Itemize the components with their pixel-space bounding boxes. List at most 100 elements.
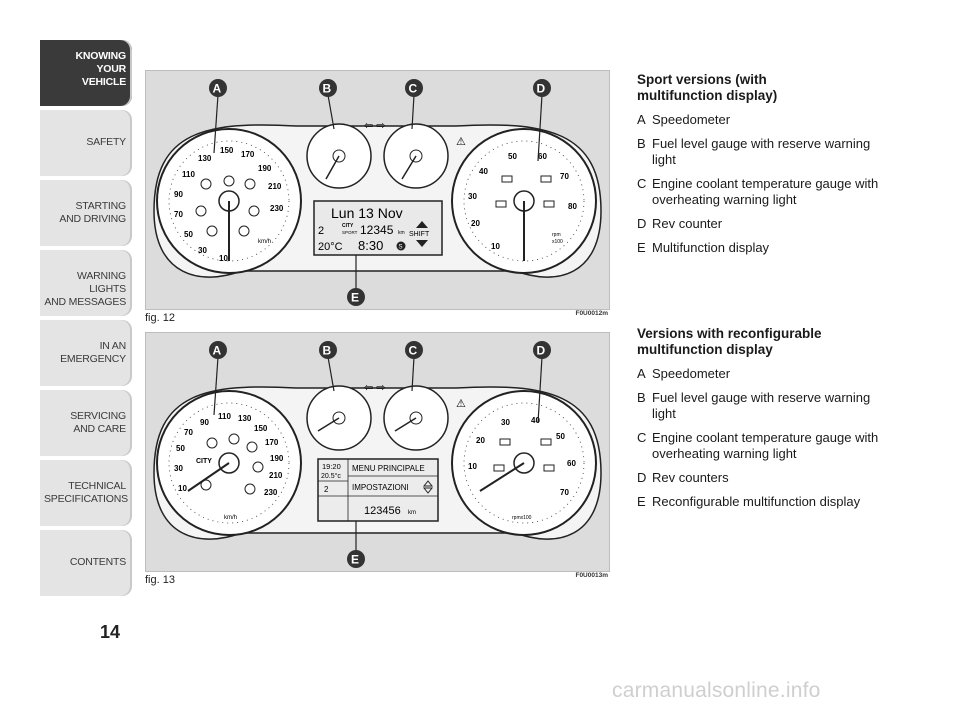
tab-label-line: IN AN <box>99 340 127 352</box>
rev-tick-label: 70 <box>560 172 569 181</box>
speedo-tick-label: 10 <box>219 254 228 263</box>
turn-indicator-icon: ⇦ ⇨ <box>364 382 386 394</box>
tab-starting-and-driving[interactable]: STARTING AND DRIVING <box>40 180 132 246</box>
display-odo-unit: km <box>408 510 416 516</box>
legend-key: C <box>637 430 647 445</box>
svg-text:E: E <box>351 291 359 305</box>
callout-b: B <box>319 341 337 359</box>
rev-tick-label: 20 <box>476 436 485 445</box>
tab-contents[interactable]: CONTENTS <box>40 530 132 596</box>
legend-key: B <box>637 390 646 405</box>
speedo-unit: km/h <box>258 239 271 245</box>
tab-label-line: YOUR <box>96 63 126 75</box>
rev-tick-label: 40 <box>531 416 540 425</box>
svg-text:D: D <box>537 82 546 96</box>
speedo-tick-label: 90 <box>174 190 183 199</box>
rev-tick-label: 60 <box>567 459 576 468</box>
rev-tick-label: 50 <box>508 152 517 161</box>
rev-unit: rpm <box>552 232 561 238</box>
speedo-tick-label: 90 <box>200 418 209 427</box>
warning-icon <box>540 175 552 183</box>
display-date: Lun 13 Nov <box>331 205 403 221</box>
tab-safety[interactable]: SAFETY <box>40 110 132 176</box>
callout-a: A <box>209 79 227 97</box>
tab-in-an-emergency[interactable]: IN AN EMERGENCY <box>40 320 132 386</box>
section-heading-line: Versions with reconfigurable <box>637 326 822 341</box>
tab-label-line: WARNING LIGHTS <box>77 270 126 295</box>
rev-tick-label: 30 <box>468 192 477 201</box>
tab-knowing-your-vehicle[interactable]: KNOWING YOUR VEHICLE <box>40 40 132 106</box>
display-clock: 19:20 <box>322 462 341 471</box>
speedo-tick-label: 110 <box>182 170 195 179</box>
display-mode-city: CITY <box>342 223 354 229</box>
legend-key: D <box>637 470 647 485</box>
speedo-tick-label: 170 <box>265 438 279 447</box>
coolant-temperature-gauge <box>383 123 449 189</box>
rev-tick-label: 10 <box>468 462 477 471</box>
legend-text: Fuel level gauge with reserve warning li… <box>652 136 871 167</box>
speedo-tick-label: 70 <box>184 428 193 437</box>
callout-a: A <box>209 341 227 359</box>
legend-text: Speedometer <box>652 112 731 127</box>
speedo-unit: km/h <box>224 515 237 521</box>
legend-key: A <box>637 366 646 381</box>
svg-text:A: A <box>213 344 222 358</box>
display-odometer: 12345 <box>360 223 394 237</box>
menu-up-icon <box>422 480 434 487</box>
warning-icon <box>206 225 218 237</box>
turn-indicator-icon: ⇦ ⇨ <box>364 120 386 132</box>
tab-label-line: AND DRIVING <box>59 213 126 225</box>
tab-technical-specifications[interactable]: TECHNICAL SPECIFICATIONS <box>40 460 132 526</box>
speedo-tick-label: 70 <box>174 210 183 219</box>
speedo-tick-label: 110 <box>218 412 231 421</box>
tab-label-line: TECHNICAL <box>68 480 126 492</box>
speedo-tick-label: 190 <box>270 454 284 463</box>
legend-key: E <box>637 494 646 509</box>
instrument-cluster-illustration: 10 30 50 70 90 110 130 150 170 190 210 2… <box>153 341 602 568</box>
tab-label-line: SERVICING <box>70 410 126 422</box>
tab-warning-lights-and-messages[interactable]: WARNING LIGHTS AND MESSAGES <box>40 250 132 316</box>
warning-icon <box>228 433 240 445</box>
warning-icon <box>543 464 555 472</box>
display-menu-title: MENU PRINCIPALE <box>352 464 425 473</box>
figure-12-caption: fig. 12 <box>145 312 175 324</box>
figure-12-sport-cluster: 10 30 50 70 90 110 130 150 170 190 210 2… <box>145 70 610 310</box>
rev-tick-label: 10 <box>491 242 500 251</box>
warning-triangle-icon: ⚠ <box>456 136 466 148</box>
figure-13-code: F0U0013m <box>575 572 608 579</box>
legend-key: D <box>637 216 647 231</box>
menu-down-icon <box>422 487 434 494</box>
legend-text: Fuel level gauge with reserve warning li… <box>652 390 871 421</box>
warning-icon <box>200 178 212 190</box>
warning-icon <box>206 437 218 449</box>
tab-label-line: AND MESSAGES <box>44 296 126 308</box>
rev-unit: rpmx100 <box>512 515 532 521</box>
watermark: carmanualsonline.info <box>612 679 821 702</box>
warning-icon <box>244 483 256 495</box>
display-gear: 2 <box>318 225 324 237</box>
legend-text: Engine coolant temperature gauge with ov… <box>652 176 879 207</box>
warning-icon <box>499 438 511 446</box>
warning-icon <box>223 175 235 187</box>
display-temperature: 20°C <box>318 241 343 253</box>
warning-icon <box>200 479 212 491</box>
legend-text: Engine coolant temperature gauge with ov… <box>652 430 879 461</box>
legend-item: B Fuel level gauge with reserve warning l… <box>637 390 897 422</box>
figure-13-caption: fig. 13 <box>145 574 175 586</box>
tab-servicing-and-care[interactable]: SERVICING AND CARE <box>40 390 132 456</box>
rev-counter-gauge: 10 20 30 40 50 60 70 80 rpm x100 <box>451 128 597 274</box>
legend-item: C Engine coolant temperature gauge with o… <box>637 430 897 462</box>
warning-icon <box>238 225 250 237</box>
speedo-tick-label: 150 <box>220 146 234 155</box>
speedo-tick-label: 190 <box>258 164 272 173</box>
speedo-tick-label: 210 <box>268 182 282 191</box>
tab-label-line: SAFETY <box>86 136 126 148</box>
warning-icon <box>493 464 505 472</box>
figure-13-reconfigurable-cluster: 10 30 50 70 90 110 130 150 170 190 210 2… <box>145 332 610 572</box>
section-heading: Versions with reconfigurable multifuncti… <box>637 326 897 358</box>
reconfigurable-multifunction-display: 19:20 20.5°c 2 MENU PRINCIPALE IMPOSTAZI… <box>317 458 439 522</box>
